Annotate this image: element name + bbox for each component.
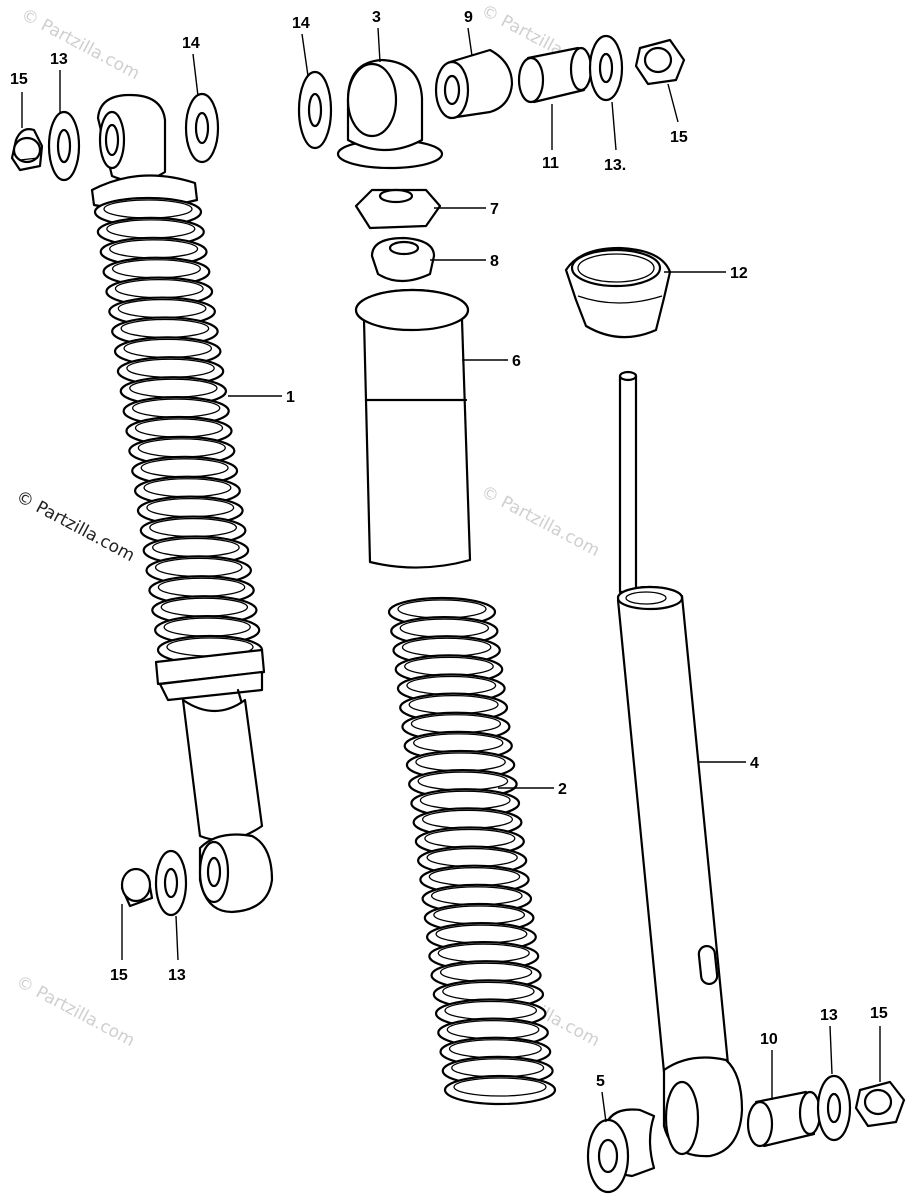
part-10-collar-bottom bbox=[746, 1090, 822, 1148]
part-2-coil-spring bbox=[387, 596, 557, 1106]
label-part-15: 15 bbox=[10, 71, 28, 88]
label-part-15: 15 bbox=[670, 129, 688, 146]
part-15-nut-bottom-right bbox=[854, 1080, 906, 1128]
part-5-bushing-bottom bbox=[586, 1108, 656, 1194]
label-part-11: 11 bbox=[542, 155, 559, 172]
watermark-center-mid: © Partzilla.com bbox=[478, 482, 603, 561]
part-13-washer-top-right bbox=[588, 34, 624, 102]
part-13-washer-top-left bbox=[47, 110, 81, 182]
part-15-nut-top-left bbox=[10, 128, 44, 172]
part-11-collar-top bbox=[517, 46, 593, 104]
label-part-8: 8 bbox=[490, 253, 499, 270]
label-part-3: 3 bbox=[372, 9, 381, 26]
label-part-10: 10 bbox=[760, 1031, 778, 1048]
label-part-5: 5 bbox=[596, 1073, 605, 1090]
label-part-4: 4 bbox=[750, 755, 759, 772]
part-9-bushing-top bbox=[434, 48, 514, 120]
part-15-nut-bottom-left bbox=[120, 867, 154, 908]
label-part-15: 15 bbox=[870, 1005, 888, 1022]
label-part-9: 9 bbox=[464, 9, 473, 26]
label-part-13: 13 bbox=[50, 51, 68, 68]
label-part-13: 13 bbox=[820, 1007, 838, 1024]
label-part-13: 13 bbox=[168, 967, 186, 984]
label-part-7: 7 bbox=[490, 201, 499, 218]
part-1-shock-absorber-assembly bbox=[90, 93, 274, 914]
watermark-top-left: © Partzilla.com bbox=[18, 5, 143, 84]
watermark-left-mid: © Partzilla.com bbox=[13, 487, 138, 566]
part-15-nut-top-right bbox=[634, 38, 686, 86]
label-part-12: 12 bbox=[730, 265, 748, 282]
label-part-2: 2 bbox=[558, 781, 567, 798]
leader-lines bbox=[21, 27, 881, 1123]
part-4-damper-unit bbox=[616, 370, 744, 1158]
label-part-14: 14 bbox=[292, 15, 310, 32]
part-14-washer-top-left bbox=[184, 92, 220, 164]
part-14-washer-top-center bbox=[297, 70, 333, 150]
part-8-rubber-stopper bbox=[370, 236, 436, 283]
part-7-rubber-cushion bbox=[354, 188, 442, 230]
label-part-1: 1 bbox=[286, 389, 295, 406]
part-3-upper-mount bbox=[336, 58, 444, 170]
part-13-washer-bottom-left bbox=[154, 849, 188, 917]
label-part-15: 15 bbox=[110, 967, 128, 984]
label-part-6: 6 bbox=[512, 353, 521, 370]
part-12-spring-seat bbox=[564, 246, 672, 339]
label-part-13: 13. bbox=[604, 157, 626, 174]
label-part-14: 14 bbox=[182, 35, 200, 52]
part-13-washer-bottom-right bbox=[816, 1074, 852, 1142]
part-6-spring-cover bbox=[354, 288, 472, 569]
part-labels: 15 13 14 1 14 3 9 11 13. 15 7 8 12 6 2 4… bbox=[10, 9, 888, 1090]
